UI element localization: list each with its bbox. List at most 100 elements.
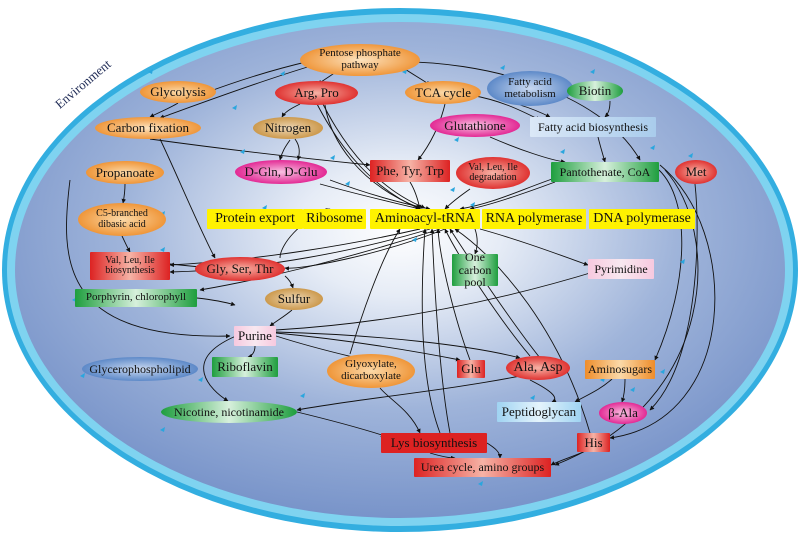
environment-marker-tick [160,427,165,432]
node-porphyrin-chlorophyll[interactable]: Porphyrin, chlorophyll [75,289,197,307]
pathway-arrow [314,99,421,210]
node-urea-cycle-amino-groups[interactable]: Urea cycle, amino groups [414,458,551,477]
pathway-arrow [486,442,503,459]
node-arg-pro[interactable]: Arg, Pro [275,81,358,105]
environment-marker-tick [262,205,267,210]
pathway-arrow [269,309,293,327]
environment-marker-tick [330,155,335,160]
pathway-arrow [474,228,479,255]
node-gly-ser-thr[interactable]: Gly, Ser, Thr [195,257,285,281]
node-fatty-acid-biosynthesis[interactable]: Fatty acid biosynthesis [530,117,656,137]
node-phe-tyr-trp[interactable]: Phe, Tyr, Trp [370,160,450,182]
node-val-leu-ile-biosynthesis[interactable]: Val, Leu, Ile biosynthesis [90,252,170,280]
environment-marker-tick [160,247,165,252]
environment-marker-tick [688,153,693,158]
pathway-arrow [554,169,699,466]
pathway-arrow [284,275,294,289]
pathway-arrow [444,228,531,357]
pathway-arrow [604,100,611,118]
node-protein-export[interactable]: Protein export [207,209,303,229]
pathway-arrow [284,228,446,271]
pathway-arrow [275,331,521,360]
node-c5-branched-dibasic-acid[interactable]: C5-branched dibasic acid [78,203,166,236]
pathway-arrow [621,378,626,403]
node-carbon-fixation[interactable]: Carbon fixation [95,117,201,139]
pathway-arrow [436,228,471,361]
node-his[interactable]: His [577,433,610,452]
pathway-arrow [529,379,557,403]
environment-marker-tick [232,105,237,110]
environment-marker-tick [454,137,459,142]
pathway-arrow [247,345,256,359]
pathway-arrow [319,183,421,211]
environment-marker-tick [240,149,245,154]
environment-marker-tick [300,393,305,398]
pathway-arrow [379,387,421,434]
node-ribosome[interactable]: Ribosome [303,209,366,229]
pathway-arrow [319,97,426,209]
pathway-arrow [454,228,591,434]
node-nicotine-nicotinamide[interactable]: Nicotine, nicotinamide [161,401,297,423]
pathway-arrow [449,228,541,359]
node-beta-ala[interactable]: β-Ala [599,402,647,424]
node-glyoxylate-dicarboxylate[interactable]: Glyoxylate, dicarboxylate [327,354,415,388]
node-one-carbon-pool[interactable]: One carbon pool [452,251,498,289]
pathway-arrow [149,102,179,118]
node-ala-asp[interactable]: Ala, Asp [506,356,570,380]
node-d-gln-d-glu[interactable]: D-Gln, D-Glu [235,160,327,184]
node-peptidoglycan[interactable]: Peptidoglycan [497,402,581,422]
node-pyrimidine[interactable]: Pyrimidine [588,259,654,279]
environment-marker-tick [530,395,535,400]
pathway-arrow [444,188,471,210]
node-val-leu-ile-degradation[interactable]: Val, Leu, Ile degradation [456,157,530,189]
pathway-arrow [609,164,716,440]
pathway-arrow [597,136,606,163]
pathway-arrow [429,228,451,434]
environment-marker-tick [80,373,85,378]
pathway-arrow [409,181,422,210]
pathway-arrow [349,228,401,355]
environment-body [15,22,785,518]
node-nitrogen[interactable]: Nitrogen [253,117,323,139]
node-glu[interactable]: Glu [457,360,485,378]
environment-marker-tick [470,202,475,207]
node-propanoate[interactable]: Propanoate [86,161,164,184]
pathway-arrow [278,139,291,161]
node-fatty-acid-metabolism[interactable]: Fatty acid metabolism [487,71,573,106]
pathway-arrow [296,375,521,412]
pathway-arrow [121,235,131,253]
node-dna-polymerase[interactable]: DNA polymerase [589,209,695,229]
node-tca-cycle[interactable]: TCA cycle [405,81,481,104]
environment-marker-tick [660,369,665,374]
node-rna-polymerase[interactable]: RNA polymerase [482,209,586,229]
pathway-arrow [649,183,698,411]
node-pentose-phosphate[interactable]: Pentose phosphate pathway [300,44,420,76]
node-aminosugars[interactable]: Aminosugars [585,360,655,379]
environment-marker-tick [478,481,483,486]
pathway-arrow [479,228,589,266]
node-glutathione[interactable]: Glutathione [430,114,520,137]
environment-marker-tick [148,69,153,74]
environment-marker-tick [680,259,685,264]
node-purine[interactable]: Purine [234,326,276,346]
node-biotin[interactable]: Biotin [567,81,623,101]
node-glycolysis[interactable]: Glycolysis [140,81,216,103]
node-riboflavin[interactable]: Riboflavin [212,357,278,377]
node-met[interactable]: Met [675,160,717,184]
pathway-arrow [429,452,456,461]
node-glycerophospholipid[interactable]: Glycerophospholipid [82,357,198,381]
pathway-arrow [469,181,556,211]
environment-marker-tick [280,71,285,76]
environment-marker-tick [630,387,635,392]
node-sulfur[interactable]: Sulfur [265,288,323,310]
node-aminoacyl-trna[interactable]: Aminoacyl-tRNA [370,209,480,229]
environment-marker-tick [590,69,595,74]
pathway-arrow [275,332,461,362]
pathway-arrow [203,335,237,402]
environment-marker-tick [650,145,655,150]
node-pantothenate-coa[interactable]: Pantothenate, CoA [551,162,659,182]
pathway-arrow [196,297,236,306]
node-lys-biosynthesis[interactable]: Lys biosynthesis [381,433,487,453]
pathway-arrow [281,103,301,118]
